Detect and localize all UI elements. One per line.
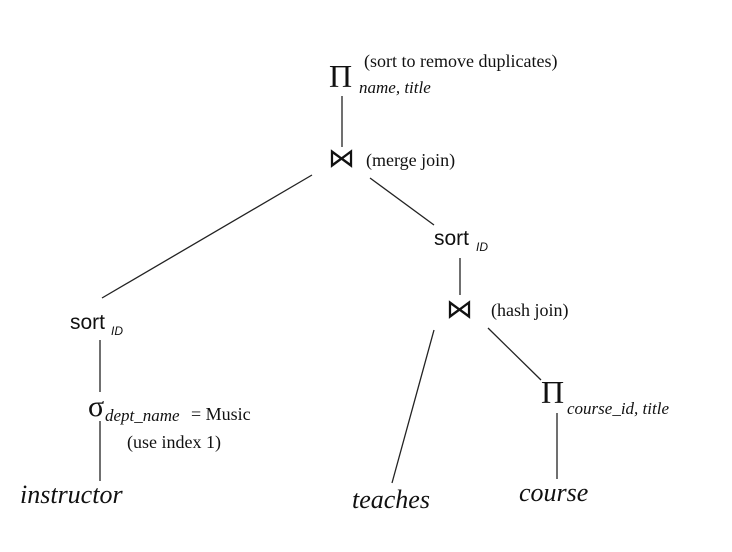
selection-symbol: σ (88, 390, 105, 423)
projection-note: (sort to remove duplicates) (364, 51, 558, 71)
edge-hashjoin-teaches (391, 329, 435, 484)
course-projection-attributes: course_id, title (567, 399, 669, 418)
sort-left-label: sort (70, 311, 106, 334)
relation-teaches: teaches (352, 485, 430, 514)
course-projection-symbol: Π (541, 374, 565, 410)
projection-attributes: name, title (359, 78, 431, 97)
edge-mergejoin-sortright (369, 177, 435, 226)
edge-hashjoin-courseproject (487, 327, 542, 381)
projection-symbol: Π (329, 58, 353, 94)
edge-mergejoin-sortleft (101, 174, 313, 299)
hash-join-note: (hash join) (491, 300, 569, 320)
relation-instructor: instructor (20, 480, 123, 509)
hash-join-symbol: ⋈ (446, 294, 473, 324)
relation-course: course (519, 478, 589, 507)
merge-join-symbol: ⋈ (328, 143, 355, 173)
merge-join-note: (merge join) (366, 150, 456, 170)
sort-right-key: ID (476, 240, 488, 254)
selection-note: (use index 1) (127, 432, 221, 452)
sort-left-key: ID (111, 324, 123, 338)
sort-right-label: sort (434, 227, 470, 250)
selection-condition: = Music (191, 404, 251, 424)
selection-attribute: dept_name (105, 406, 180, 425)
